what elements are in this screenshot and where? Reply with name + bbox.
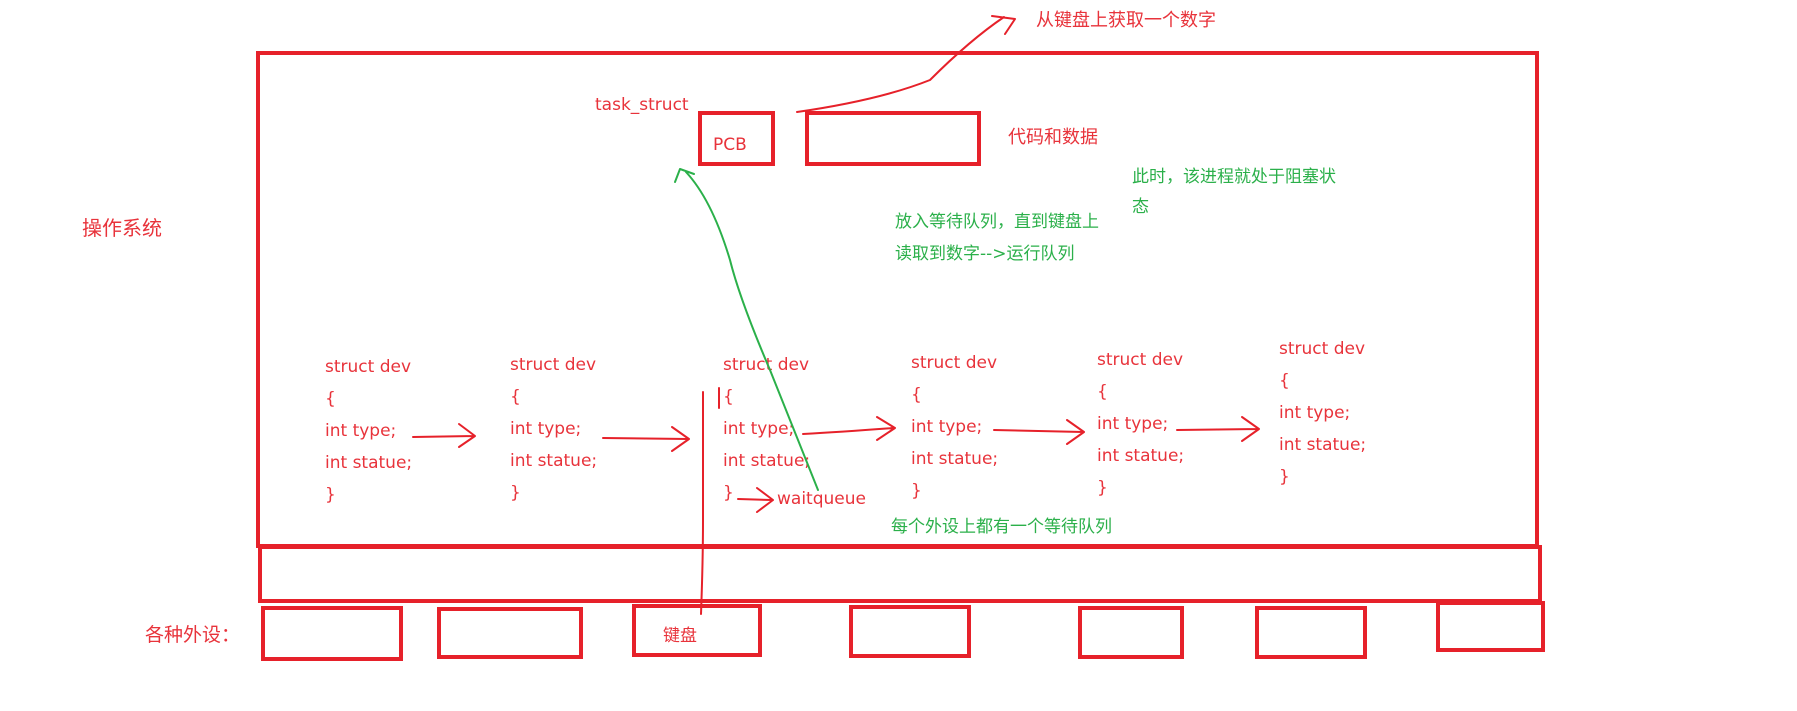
code-data-box	[805, 111, 981, 166]
waitqueue-arrow	[737, 487, 774, 513]
dev-line: int statue;	[1279, 435, 1367, 455]
dev-struct-1: struct dev { int type; int statue; }	[325, 357, 412, 517]
wait-note-line-1: 放入等待队列，直到键盘上	[895, 212, 1099, 232]
dev-line: {	[723, 387, 734, 407]
dev-line: struct dev	[1097, 350, 1184, 370]
peripheral-box-7	[1436, 601, 1545, 652]
pcb-label: PCB	[713, 135, 747, 155]
blocked-note-line-2: 态	[1132, 197, 1149, 217]
dev-line: struct dev	[1279, 339, 1366, 359]
peripheral-box-2	[437, 607, 583, 659]
dev-line: struct dev	[510, 355, 597, 375]
dev-line: struct dev	[723, 355, 810, 375]
dev-line: struct dev	[325, 357, 412, 377]
peripheral-box-1	[261, 606, 403, 661]
blocked-note-line-1: 此时，该进程就处于阻塞状	[1132, 167, 1336, 187]
dev-line: {	[911, 385, 922, 405]
dev-line: int statue;	[911, 449, 999, 469]
list-arrow-1	[412, 423, 476, 448]
waitqueue-to-pcb-curve	[674, 168, 819, 491]
dev-line: }	[723, 483, 734, 503]
peripherals-label: 各种外设：	[145, 624, 241, 646]
dev-line: int statue;	[1097, 446, 1185, 466]
dev-line: {	[1279, 371, 1290, 391]
dev-line: int statue;	[325, 453, 413, 473]
dev-line: }	[510, 483, 521, 503]
each-device-note: 每个外设上都有一个等待队列	[891, 517, 1112, 537]
dev-line: struct dev	[911, 353, 998, 373]
dev-line: int type;	[325, 421, 397, 441]
os-label: 操作系统	[82, 216, 162, 240]
dev-struct-4: struct dev { int type; int statue; }	[911, 353, 998, 513]
driver-layer-box	[258, 545, 1542, 603]
dev-line: int type;	[1097, 414, 1169, 434]
peripheral-box-5	[1078, 606, 1184, 659]
peripheral-box-keyboard	[632, 604, 762, 657]
dev-line: int statue;	[723, 451, 811, 471]
pcb-to-input-curve	[796, 15, 1016, 113]
dev-line: }	[1279, 467, 1290, 487]
list-arrow-2	[602, 426, 690, 452]
task-struct-label: task_struct	[595, 95, 689, 115]
dev-line: int type;	[1279, 403, 1351, 423]
dev-line: {	[1097, 382, 1108, 402]
dev-line: }	[911, 481, 922, 501]
keyboard-link-line	[700, 391, 704, 615]
wait-note-line-2: 读取到数字-->运行队列	[895, 244, 1075, 264]
dev-line: int type;	[723, 419, 795, 439]
peripheral-box-4	[849, 605, 971, 658]
list-arrow-3	[802, 416, 896, 441]
dev-line: }	[1097, 478, 1108, 498]
peripheral-box-6	[1255, 606, 1367, 659]
keyboard-label: 键盘	[663, 626, 697, 646]
pcb-box	[698, 111, 775, 166]
list-arrow-4	[993, 419, 1085, 445]
list-arrow-5	[1176, 416, 1260, 442]
dev-struct-3: struct dev { int type; int statue; }	[723, 355, 810, 515]
dev-line: int statue;	[510, 451, 598, 471]
keyboard-input-label: 从键盘上获取一个数字	[1036, 10, 1216, 31]
dev-struct-2: struct dev { int type; int statue; }	[510, 355, 597, 515]
dev-struct-6: struct dev { int type; int statue; }	[1279, 339, 1366, 499]
dev-line: }	[325, 485, 336, 505]
waitqueue-label: waitqueue	[777, 489, 866, 509]
dev-line: {	[325, 389, 336, 409]
code-data-label: 代码和数据	[1008, 127, 1098, 148]
dev-line: int type;	[911, 417, 983, 437]
dev-struct-5: struct dev { int type; int statue; }	[1097, 350, 1184, 510]
dev-line: int type;	[510, 419, 582, 439]
dev-line: {	[510, 387, 521, 407]
